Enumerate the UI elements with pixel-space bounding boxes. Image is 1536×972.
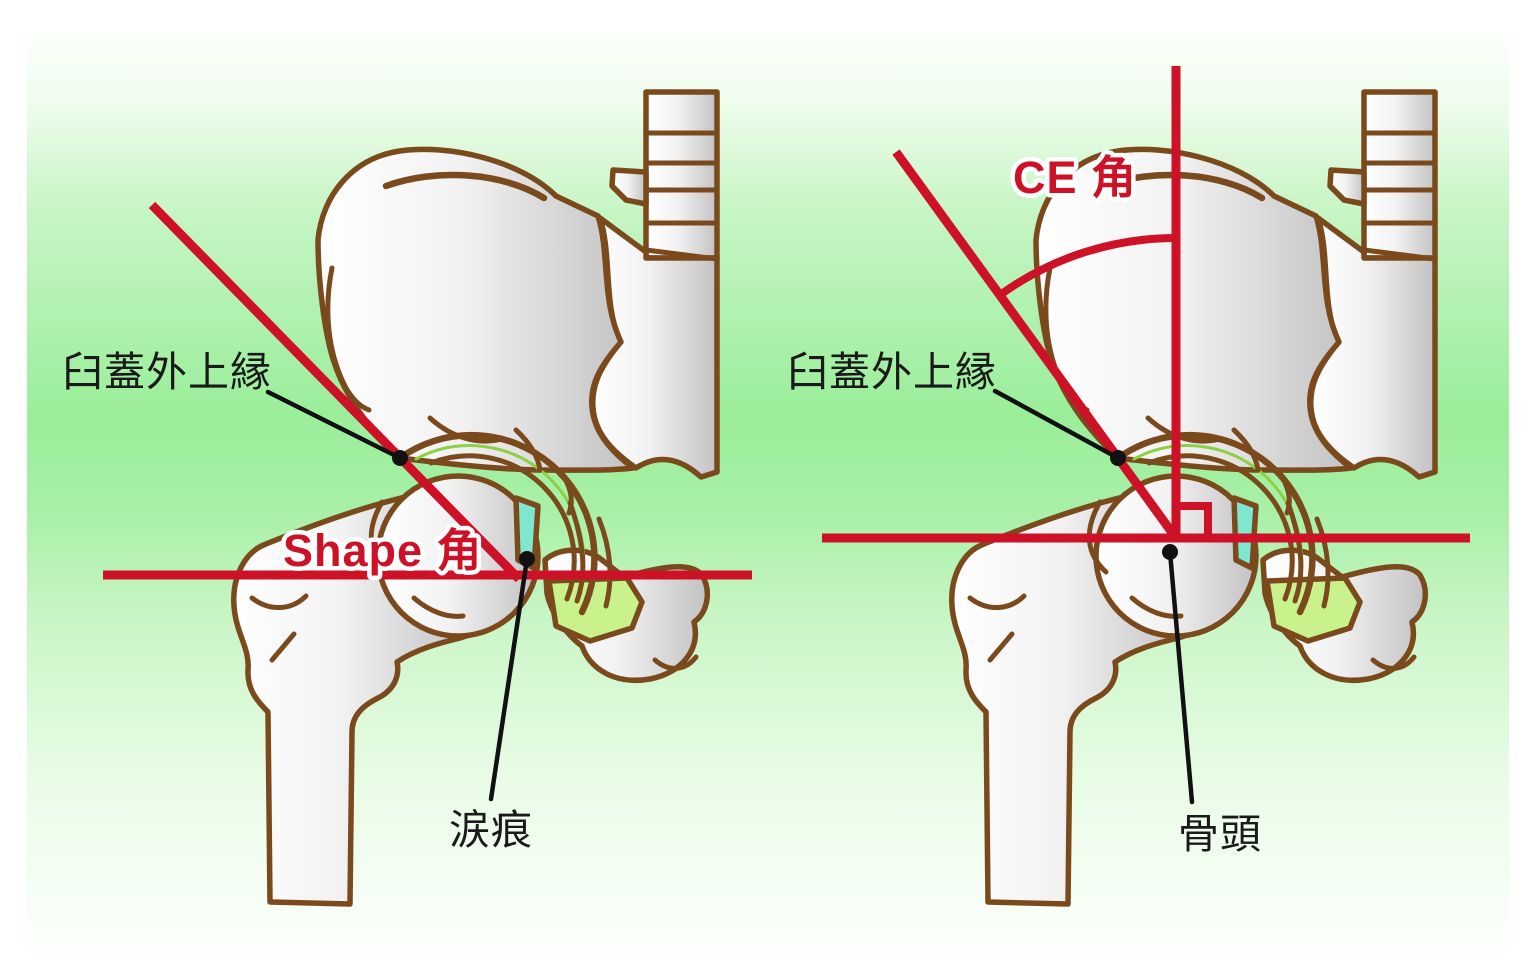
femoral-head-label: 骨頭 <box>1178 811 1262 857</box>
shape-angle-line <box>148 201 523 583</box>
teardrop-label: 涙痕 <box>449 807 533 853</box>
ce-angle-arc <box>997 234 1177 299</box>
ce-angle-label: CE 角 <box>1013 152 1137 203</box>
shape-angle-arc <box>454 531 480 578</box>
marker-dot-teardrop <box>519 551 535 567</box>
right-angle-marker <box>1176 502 1212 538</box>
label-pointer-teardrop <box>488 556 530 802</box>
marker-dot-acetabular-edge <box>392 450 408 466</box>
ce-angle-line <box>892 149 1180 541</box>
label-pointer-acetabular-edge <box>992 388 1121 461</box>
marker-dot-femoral-head <box>1162 544 1178 560</box>
shape-angle-label: Shape 角 <box>283 525 483 576</box>
label-pointer-acetabular-edge <box>265 389 403 461</box>
acetabular-edge-label-left: 臼蓋外上縁 <box>62 349 272 395</box>
right-hip-illustration: 臼蓋外上縁 CE 角 骨頭 <box>787 66 1470 904</box>
label-pointer-femoral-head <box>1167 549 1195 805</box>
marker-dot-acetabular-edge <box>1110 450 1126 466</box>
left-hip-illustration: 臼蓋外上縁 Shape 角 涙痕 <box>62 92 752 904</box>
acetabular-edge-label-right: 臼蓋外上縁 <box>787 349 997 395</box>
